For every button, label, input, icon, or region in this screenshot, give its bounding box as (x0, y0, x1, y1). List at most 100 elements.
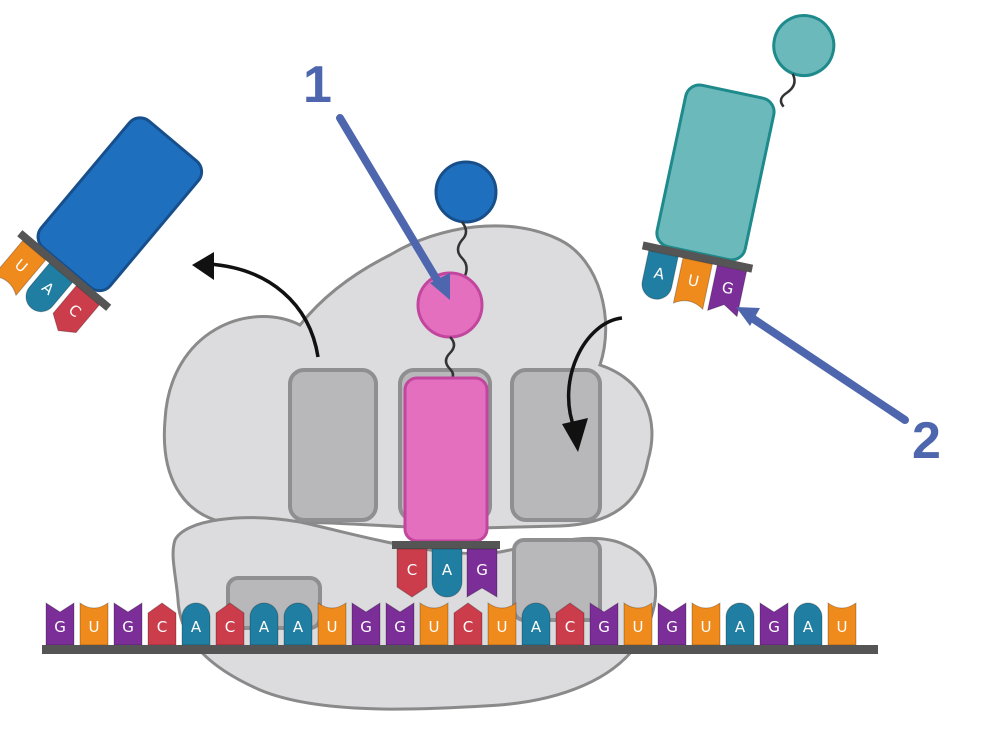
mrna-backbone (42, 645, 878, 654)
mrna-base: G (45, 602, 75, 646)
nucleotide-shape (793, 602, 823, 646)
mrna-base: A (181, 602, 211, 646)
trna-left-bar (17, 230, 112, 311)
mrna-base: A (283, 602, 313, 646)
mrna-base: A (249, 602, 279, 646)
nucleotide-letter: G (360, 618, 372, 636)
nucleotide-letter: U (701, 618, 712, 636)
anticodon-base: G (706, 264, 748, 318)
nucleotide-letter: A (191, 618, 202, 636)
nucleotide-shape (25, 262, 74, 313)
nucleotide-letter: G (476, 561, 488, 579)
nucleotide-letter: U (686, 271, 700, 291)
label-1: 1 (303, 56, 332, 114)
nucleotide-letter: U (89, 618, 100, 636)
pointer-2-head (736, 307, 760, 326)
anticodon-base: G (466, 548, 498, 598)
nucleotide-shape (396, 548, 428, 598)
nucleotide-shape (827, 602, 857, 646)
trna-center-bar (392, 541, 500, 549)
nucleotide-shape (249, 602, 279, 646)
nucleotide-letter: A (803, 618, 814, 636)
anticodon-base: A (25, 262, 74, 313)
nucleotide-letter: C (565, 618, 575, 636)
trna-left-anticodon: UAC (0, 240, 100, 334)
nucleotide-shape (0, 240, 47, 297)
anticodon-base: C (396, 548, 428, 598)
mrna-base: U (691, 602, 721, 646)
nucleotide-shape (706, 264, 748, 318)
mrna-base: C (147, 602, 177, 646)
nucleotide-shape (52, 285, 100, 334)
mrna-base: U (317, 602, 347, 646)
pointer-2-line (748, 314, 909, 424)
anticodon-base: A (431, 548, 463, 598)
exit-arrow (207, 262, 320, 358)
exit-arrow-head (192, 252, 214, 280)
nucleotide-letter: A (652, 264, 667, 284)
anticodon-base: C (52, 285, 100, 334)
nucleotide-shape (79, 602, 109, 646)
nucleotide-letter: G (598, 618, 610, 636)
nucleotide-letter: G (666, 618, 678, 636)
nucleotide-letter: C (157, 618, 167, 636)
amino-acid-center-top (434, 160, 498, 224)
entry-arrow (566, 316, 623, 431)
trna-left: UAC (0, 116, 204, 334)
nucleotide-shape (672, 257, 713, 311)
pointer-1-line (336, 114, 444, 289)
mrna-base: G (759, 602, 789, 646)
peptide-bond-squiggle-1 (456, 221, 468, 279)
mrna-base: A (521, 602, 551, 646)
anticodon-base: A (641, 250, 679, 300)
amino-acid-right (772, 14, 836, 78)
pointer-1: 1 (303, 56, 450, 300)
trna-right-bar (641, 241, 754, 273)
mrna-base: U (623, 602, 653, 646)
anticodon-base: U (0, 240, 47, 297)
nucleotide-letter: G (720, 278, 735, 298)
a-site (510, 368, 602, 522)
mrna-base: U (79, 602, 109, 646)
nucleotide-letter: C (407, 561, 417, 579)
mrna-base: U (419, 602, 449, 646)
mrna-base: G (113, 602, 143, 646)
nucleotide-letter: C (225, 618, 235, 636)
nucleotide-shape (181, 602, 211, 646)
nucleotide-letter: U (429, 618, 440, 636)
nucleotide-shape (317, 602, 347, 646)
entry-arrow-head (562, 418, 588, 452)
mrna-base: G (657, 602, 687, 646)
nucleotide-shape (466, 548, 498, 598)
nucleotide-letter: A (293, 618, 304, 636)
nucleotide-letter: G (768, 618, 780, 636)
mrna-base: U (487, 602, 517, 646)
pointer-2: 2 (736, 307, 941, 470)
trna-right-body (655, 83, 776, 262)
ribosome (162, 224, 658, 711)
nucleotide-shape (431, 548, 463, 598)
mrna-base: U (827, 602, 857, 646)
trna-center-body (403, 376, 489, 543)
nucleotide-letter: U (633, 618, 644, 636)
anticodon-base: U (672, 257, 713, 311)
nucleotide-shape (521, 602, 551, 646)
nucleotide-shape (487, 602, 517, 646)
nucleotide-letter: A (442, 561, 453, 579)
nucleotide-letter: A (735, 618, 746, 636)
right-squiggle (779, 73, 796, 108)
mrna-base: A (725, 602, 755, 646)
mrna-base: A (793, 602, 823, 646)
peptide-bond-squiggle-2 (444, 336, 456, 382)
nucleotide-shape (641, 250, 679, 300)
nucleotide-shape (419, 602, 449, 646)
nucleotide-letter: G (54, 618, 66, 636)
pointer-1-head (430, 273, 450, 300)
